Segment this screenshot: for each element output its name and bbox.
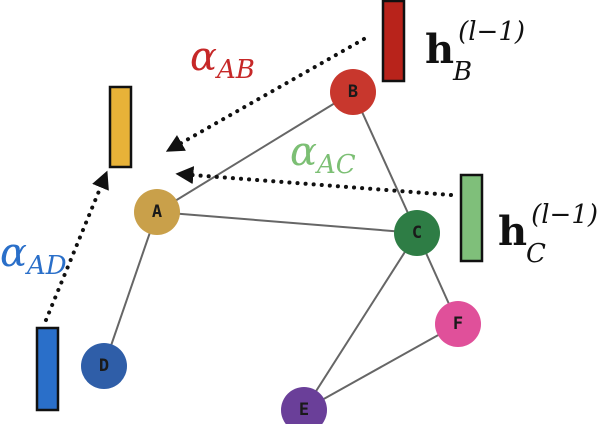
h-b-superscript: (l−1) [458,17,525,47]
node-a: A [134,189,180,235]
feature-bars [35,0,484,412]
node-c: C [394,210,440,256]
alpha-ad-subscript: AD [25,251,67,281]
edge-b-c [352,91,418,234]
attention-arrows [44,37,453,322]
alpha-ab-subscript: AB [215,55,255,85]
h-c-label: h(l−1) C [498,200,598,269]
node-b-circle [330,69,376,115]
alpha-ac-symbol: α [290,129,317,175]
alpha-ac-subscript: AC [315,150,356,180]
feature-bar-c [459,173,484,263]
alpha-ab-symbol: α [190,34,217,80]
attention-arrow-c [175,166,453,197]
edge-a-d [103,211,158,367]
node-e-circle [281,387,327,424]
node-f-label: F [453,314,463,334]
feature-bar-d [35,326,60,412]
node-e-label: E [299,400,309,420]
node-c-label: C [412,223,422,243]
node-d: D [81,343,127,389]
h-c-subscript: C [526,239,546,269]
alpha-ad-symbol: α [0,230,27,276]
node-e: E [281,387,327,424]
h-c-superscript: (l−1) [531,200,598,230]
node-f: F [435,301,481,347]
alpha-ad-label: αAD [0,230,67,281]
node-b-label: B [348,82,358,102]
attention-arrow-b [165,37,366,152]
edge-a-c [156,211,418,234]
h-b-subscript: B [452,57,472,87]
edge-c-e [303,232,418,411]
feature-bar-b [381,0,406,83]
alpha-ab-label: αAB [190,34,255,85]
edge-a-b [156,91,354,213]
node-a-circle [134,189,180,235]
node-f-circle [435,301,481,347]
edge-e-f [303,323,459,411]
h-b-label: h(l−1) B [425,17,525,87]
graph-nodes: A B C D E F [81,69,481,424]
node-c-circle [394,210,440,256]
node-b: B [330,69,376,115]
node-d-label: D [99,356,109,376]
node-a-label: A [152,202,162,222]
h-b-symbol: h [425,26,454,73]
h-c-symbol: h [498,208,527,255]
node-d-circle [81,343,127,389]
attention-arrow-d [44,170,109,322]
feature-bar-a [108,85,133,169]
alpha-ac-label: αAC [290,129,356,180]
